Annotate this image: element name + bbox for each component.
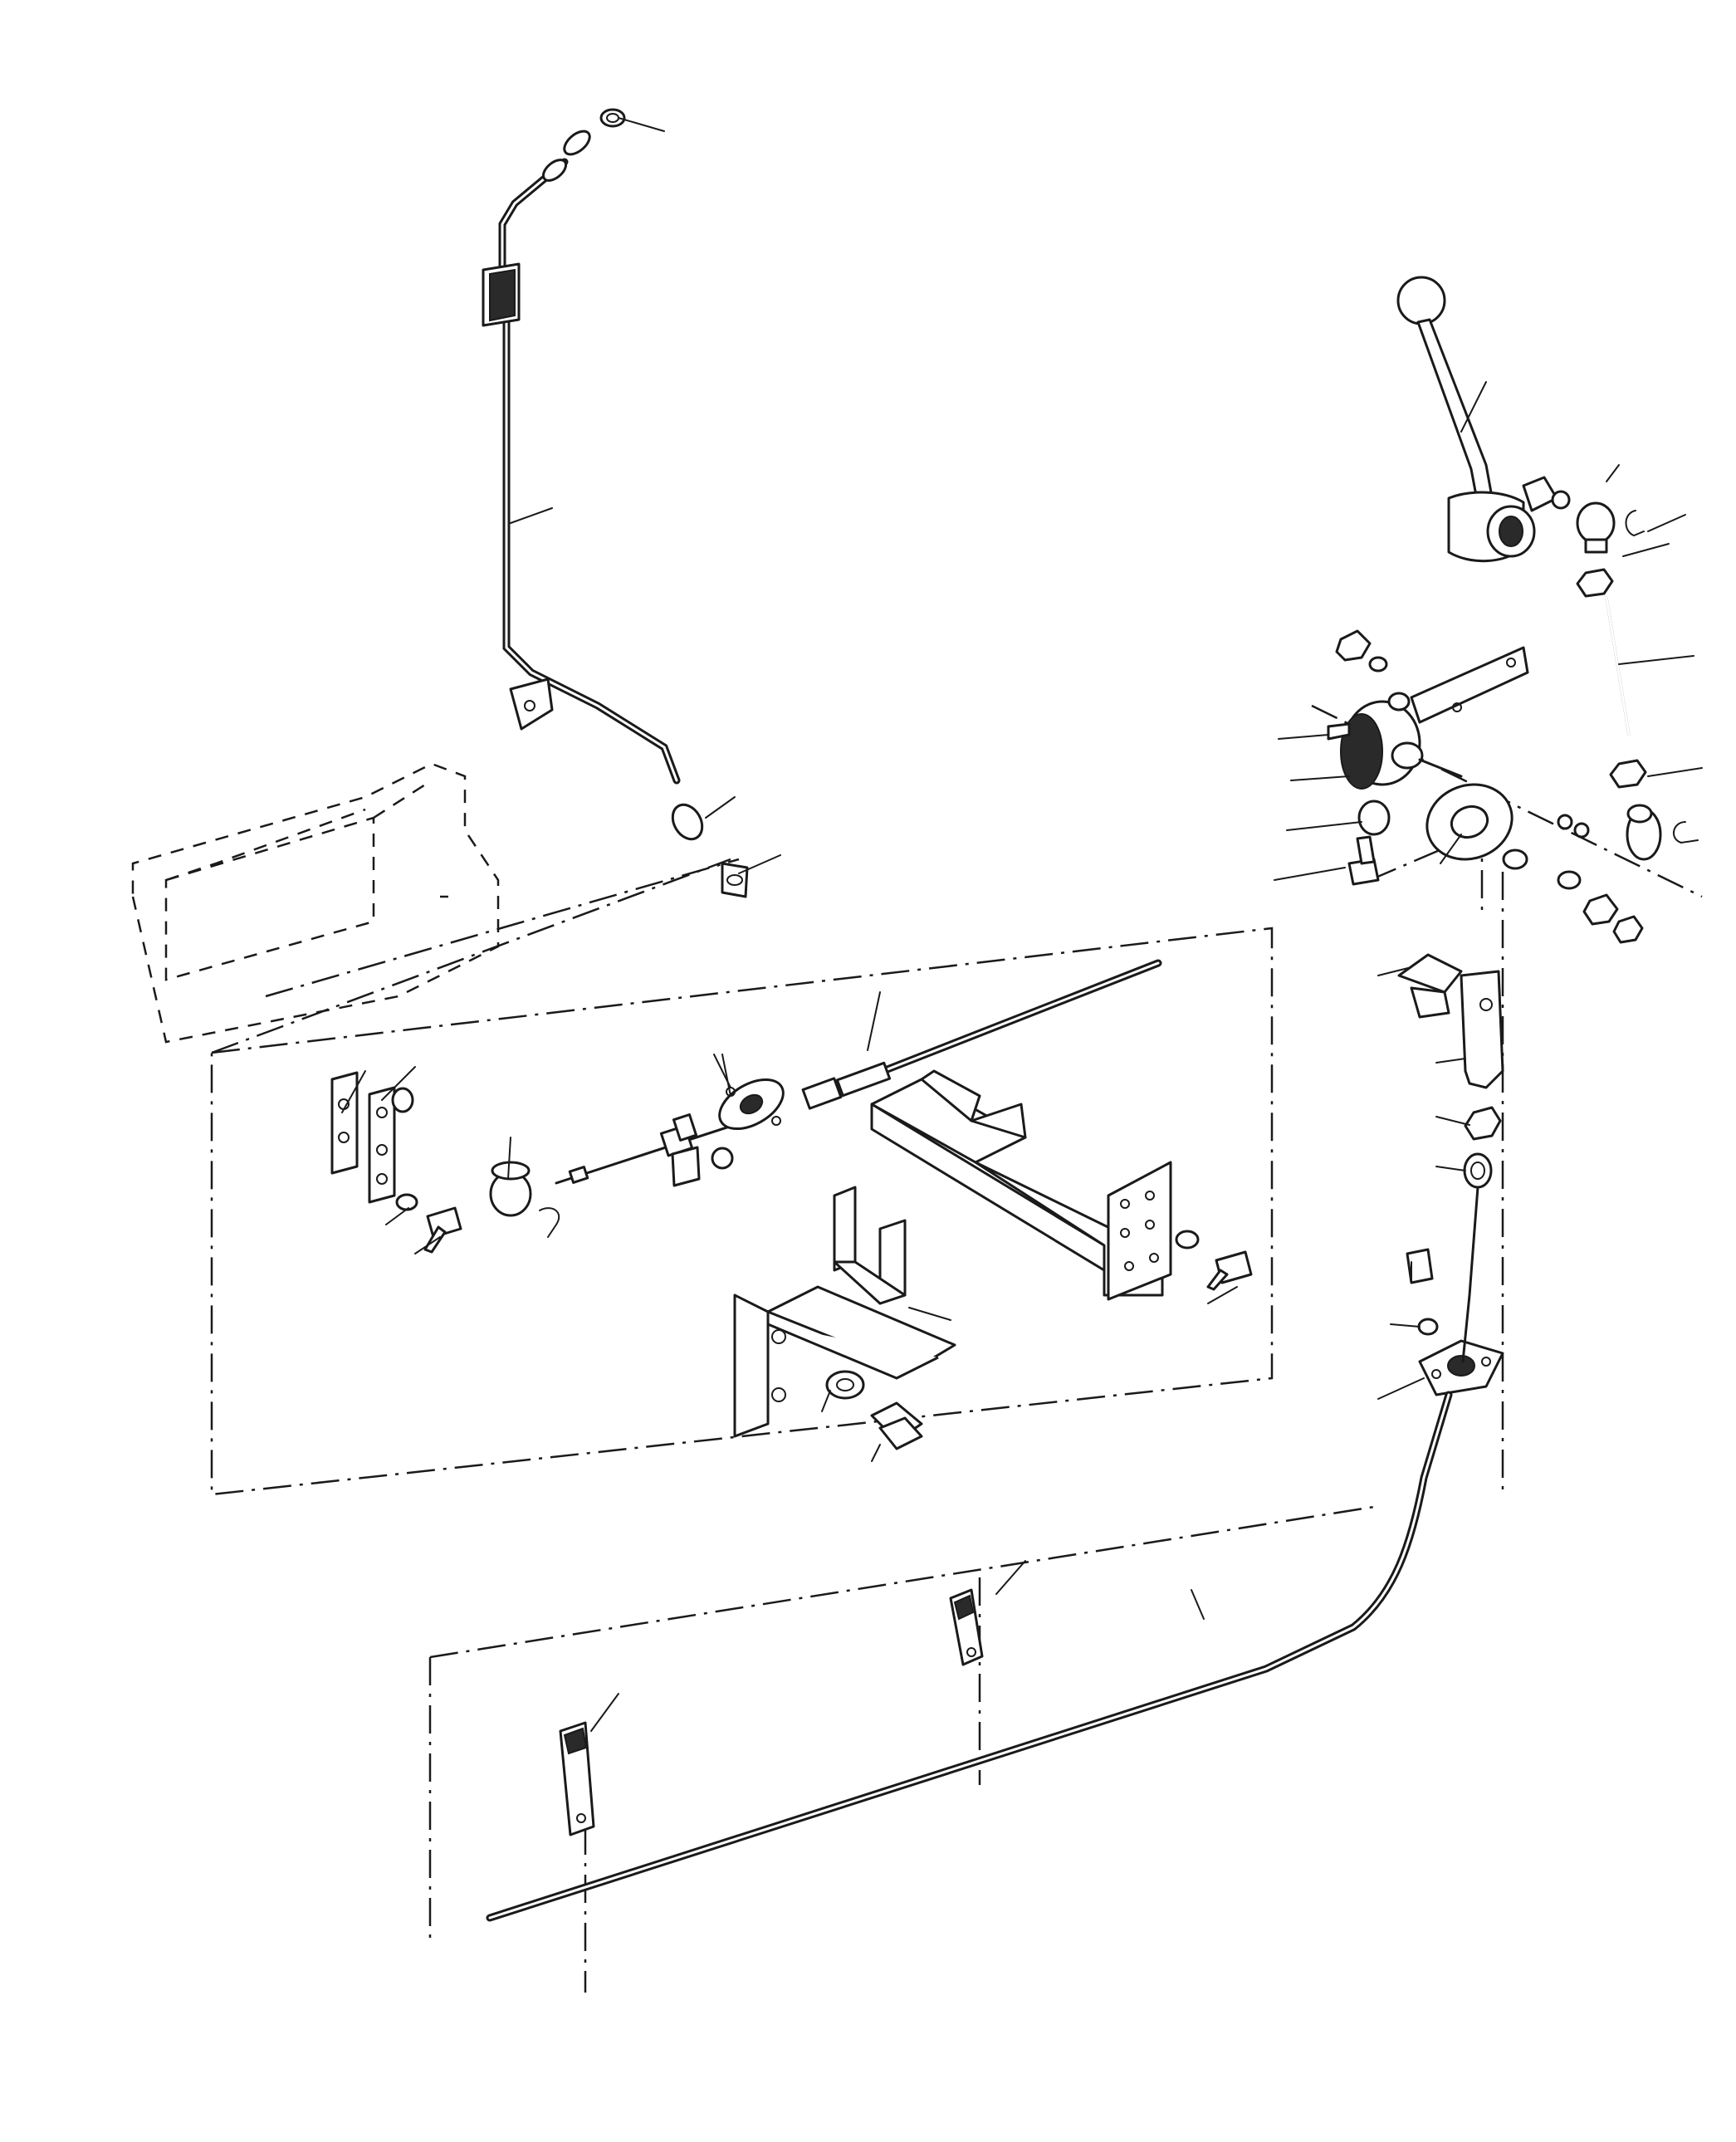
rod-lower-clevis: [671, 803, 749, 898]
hex-nut: [1463, 1152, 1493, 1189]
hex-nut: [1335, 629, 1372, 662]
upper-rod-end-ring: [541, 108, 626, 182]
lock-washer: [1175, 1230, 1200, 1250]
long-support-bracket: [870, 1069, 1172, 1301]
lock-washer: [1502, 848, 1582, 890]
hex-nut: [1576, 568, 1614, 598]
lever-arm-plate: [1410, 646, 1529, 724]
ball-socket: [489, 1161, 532, 1217]
callout-leader-lines: [341, 117, 1703, 1732]
cotter-pin: [1625, 510, 1645, 537]
engine-housing-outline: [131, 762, 500, 1044]
lower-cable-flange: [1418, 1339, 1504, 1396]
hex-bolt: [1406, 1248, 1434, 1284]
cotter-pin: [1673, 821, 1699, 844]
hex-bolt: [1347, 835, 1380, 886]
l-mounting-bracket: [733, 1186, 956, 1438]
rod-end-ball-joint: [1551, 490, 1616, 554]
hex-nut: [825, 1370, 865, 1400]
hand-lever: [1396, 276, 1558, 563]
cable-flange: [718, 1078, 785, 1131]
cable-clip-lower: [559, 1721, 595, 1836]
cable-clip-upper: [949, 1588, 984, 1666]
ball-joint-plate: [368, 1086, 414, 1204]
hex-bolt: [423, 1206, 462, 1254]
threaded-link-rod: [1605, 596, 1631, 736]
rod-clip: [509, 677, 554, 731]
lock-washer: [395, 1193, 418, 1211]
hex-nut: [1582, 893, 1644, 944]
hex-nut: [1464, 1106, 1502, 1141]
rod-end-ball-joint: [1626, 804, 1662, 861]
lower-control-cable: [486, 1186, 1479, 1922]
lock-washer: [1368, 656, 1388, 672]
rod-clip-bracket: [482, 262, 521, 327]
hex-bolt: [1206, 1250, 1253, 1291]
small-mounting-plate: [330, 1071, 359, 1175]
clevis-yoke: [1397, 953, 1504, 1089]
rod-end-ball-joint: [1557, 814, 1590, 839]
hex-nut: [1609, 759, 1647, 789]
cotter-pin: [539, 1207, 560, 1238]
cable-end-assembly: [555, 1061, 892, 1187]
friction-washer: [1425, 783, 1513, 861]
ball-socket: [1357, 800, 1391, 836]
lock-washer: [1417, 1318, 1439, 1336]
lever-pivot-hub: [1340, 692, 1463, 790]
hex-bolt: [870, 1401, 923, 1450]
